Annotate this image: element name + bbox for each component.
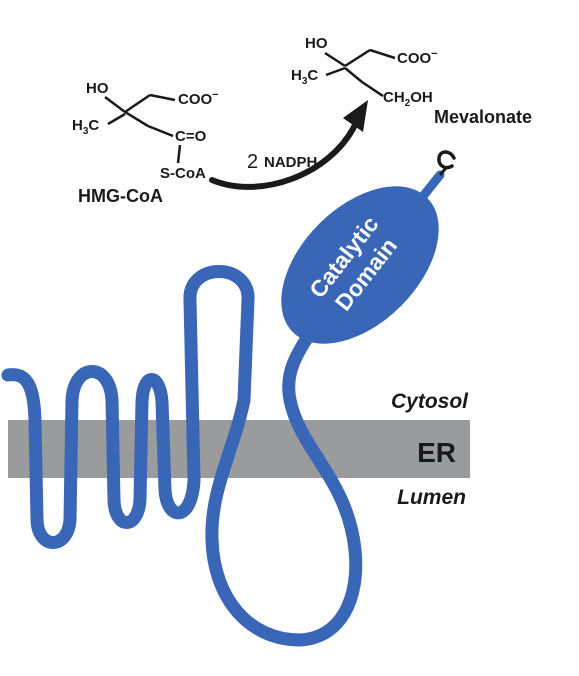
bond <box>124 93 151 114</box>
mev-ch2oh: CH2OH <box>383 89 433 109</box>
tether-stem <box>438 167 448 176</box>
bond <box>104 96 126 113</box>
nadph-coefficient: 2 <box>247 151 258 173</box>
mev-ho: HO <box>305 35 328 52</box>
terminal-hook-icon <box>437 150 456 170</box>
nadph-label: NADPH <box>264 154 317 171</box>
hmg-ho: HO <box>86 80 109 97</box>
bond <box>147 124 174 138</box>
bond <box>361 80 384 98</box>
bond <box>149 93 176 102</box>
hmg-carbonyl: C=O <box>175 128 207 145</box>
bond <box>325 66 346 77</box>
bond <box>344 48 371 68</box>
catalytic-domain-ellipse <box>281 186 439 344</box>
bond <box>369 48 396 60</box>
mevalonate-structure: HO H3C COO− CH2OH Mevalonate <box>291 35 532 127</box>
bond <box>324 51 346 68</box>
hmg-coo: COO− <box>178 89 219 108</box>
lumen-label: Lumen <box>397 486 466 509</box>
protein-transmembrane-chain <box>1 265 363 647</box>
hmg-coa-name: HMG-CoA <box>78 186 163 206</box>
bond <box>344 67 363 83</box>
bond <box>124 110 149 128</box>
reaction-arrow <box>209 122 358 190</box>
hmg-h3c: H3C <box>72 117 99 137</box>
er-label: ER <box>417 437 456 468</box>
hmg-scoa: S-CoA <box>160 165 206 182</box>
hmg-coa-structure: HO H3C COO− C=O S-CoA HMG-CoA <box>72 80 219 206</box>
mevalonate-name: Mevalonate <box>434 107 532 127</box>
cytosol-label: Cytosol <box>391 390 469 413</box>
mev-h3c: H3C <box>291 67 318 87</box>
bond <box>176 144 182 164</box>
reaction-arrowhead-icon <box>343 100 368 132</box>
bond <box>107 112 126 126</box>
mev-coo: COO− <box>397 48 438 67</box>
